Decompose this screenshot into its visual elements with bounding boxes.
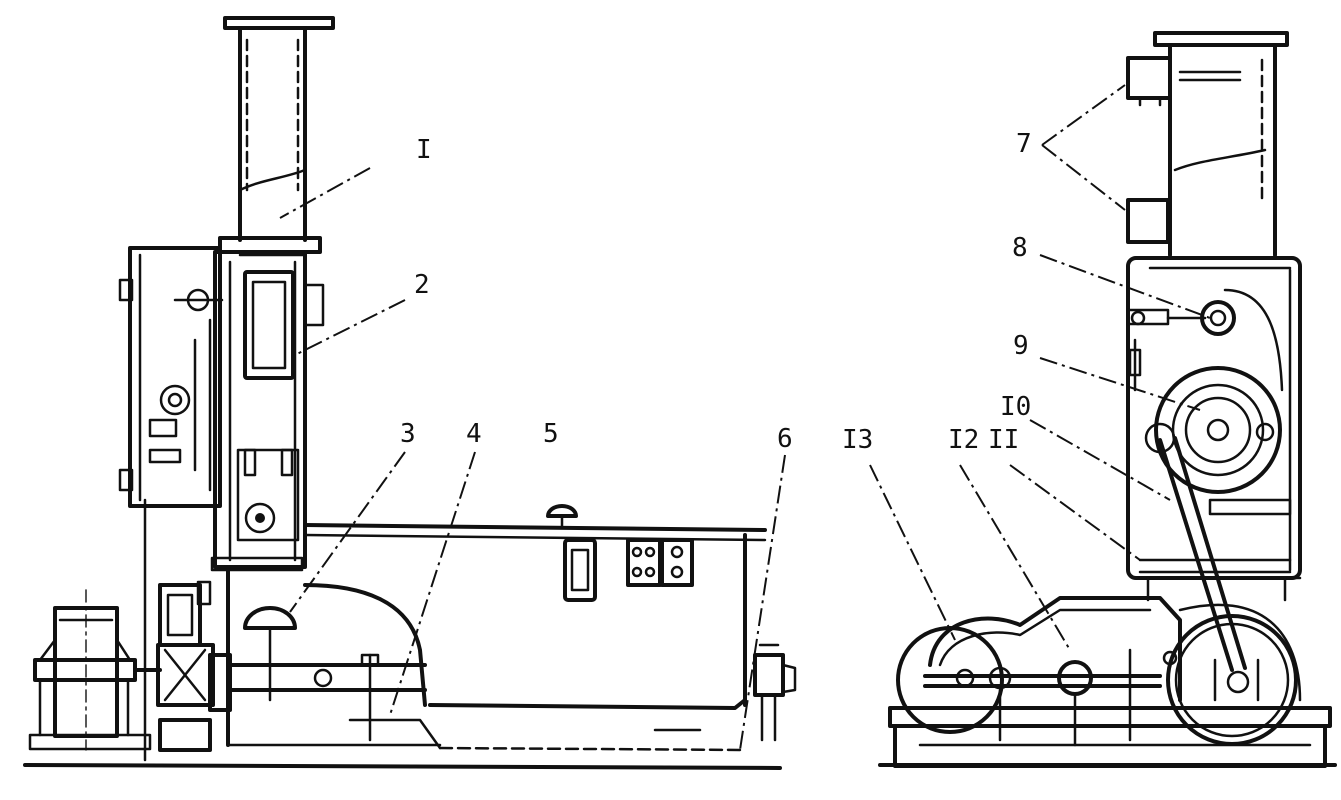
label-12: I2	[948, 425, 979, 455]
drain-valve	[753, 643, 797, 742]
label-5: 5	[543, 419, 559, 449]
column-body	[210, 250, 325, 572]
label-4: 4	[466, 419, 482, 449]
label-1: I	[416, 135, 432, 165]
gear-reducer	[896, 596, 1182, 747]
label-10: I0	[1000, 392, 1031, 422]
label-9: 9	[1013, 331, 1029, 361]
side-housing	[1126, 256, 1302, 580]
feed-chute	[218, 16, 335, 257]
right-side-view	[878, 31, 1337, 768]
label-6: 6	[777, 424, 793, 454]
mixing-trough	[303, 504, 767, 710]
label-3: 3	[400, 419, 416, 449]
lower-housing	[226, 568, 442, 750]
connecting-rod	[1158, 436, 1247, 672]
left-front-view	[23, 16, 797, 770]
label-8: 8	[1012, 233, 1028, 263]
drive-motor	[28, 589, 152, 751]
control-cabinet	[118, 246, 224, 508]
gear-coupling	[133, 498, 232, 762]
leader-lines	[279, 84, 1211, 751]
side-chute	[1126, 31, 1289, 257]
label-2: 2	[414, 270, 430, 300]
side-base	[888, 576, 1332, 768]
label-11: II	[988, 425, 1019, 455]
label-13: I3	[842, 425, 873, 455]
part-labels: I 2 3 4 5 6 7 8 9 I0 II I2 I3	[400, 129, 1032, 455]
label-7: 7	[1016, 129, 1032, 159]
